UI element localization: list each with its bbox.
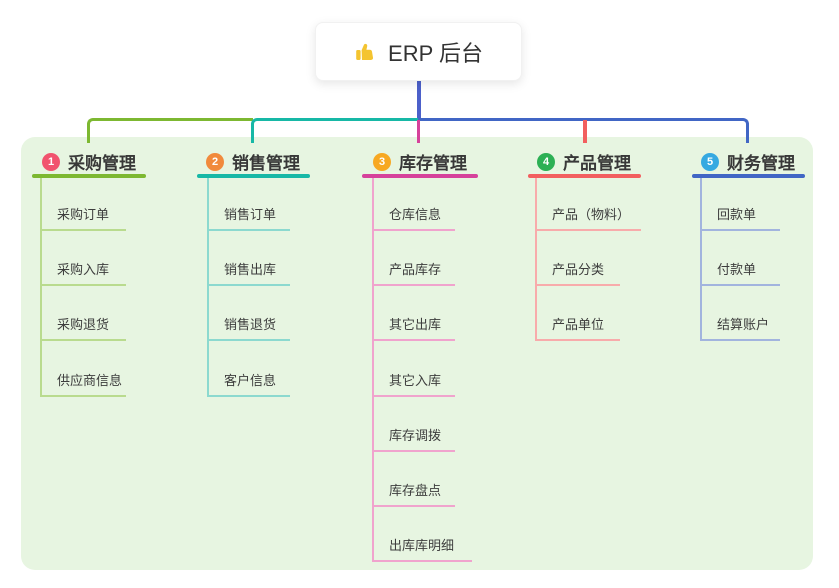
- child-node-销售出库[interactable]: 销售出库: [224, 262, 277, 278]
- branch-label-text: 销售管理: [232, 154, 300, 173]
- branch-number-badge: 5: [701, 152, 719, 171]
- child-underline: [40, 284, 126, 287]
- child-underline: [535, 284, 620, 287]
- child-underline: [372, 394, 455, 397]
- branch-number-badge: 2: [206, 152, 224, 171]
- thumbs-up-icon: [354, 40, 378, 64]
- child-underline: [372, 229, 455, 231]
- branch-node-销售管理[interactable]: 2 销售管理: [197, 148, 310, 175]
- child-node-供应商信息[interactable]: 供应商信息: [57, 372, 123, 388]
- child-underline: [207, 339, 290, 342]
- connector-branch-1: [87, 118, 253, 143]
- child-underline: [207, 284, 290, 287]
- branch-underline: [691, 174, 805, 178]
- root-label: ERP 后台: [388, 40, 483, 66]
- branch-node-库存管理[interactable]: 3 库存管理: [362, 148, 478, 175]
- branch-label-text: 采购管理: [68, 154, 136, 173]
- child-node-结算账户[interactable]: 结算账户: [717, 317, 770, 333]
- child-underline: [40, 394, 126, 397]
- child-underline: [372, 505, 455, 507]
- child-underline: [207, 394, 290, 397]
- branch-label-text: 产品管理: [563, 154, 631, 173]
- child-underline: [207, 229, 290, 231]
- branch-child-spine: [40, 178, 42, 397]
- child-node-销售订单[interactable]: 销售订单: [224, 207, 277, 222]
- branch-number-badge: 3: [373, 152, 391, 171]
- child-node-出库库明细[interactable]: 出库库明细: [389, 538, 455, 554]
- child-node-仓库信息[interactable]: 仓库信息: [389, 207, 442, 222]
- child-node-采购订单[interactable]: 采购订单: [57, 207, 110, 222]
- child-underline: [700, 229, 780, 231]
- connector-branch-5: [418, 118, 749, 143]
- child-node-客户信息[interactable]: 客户信息: [224, 372, 277, 388]
- child-node-产品单位[interactable]: 产品单位: [552, 317, 605, 333]
- child-node-销售退货[interactable]: 销售退货: [224, 317, 277, 333]
- child-underline: [535, 339, 620, 342]
- root-connector-drop: [417, 81, 421, 120]
- child-node-库存盘点[interactable]: 库存盘点: [389, 483, 442, 498]
- branch-underline: [32, 174, 146, 178]
- branch-underline: [362, 174, 478, 178]
- branch-node-财务管理[interactable]: 5 财务管理: [692, 148, 805, 175]
- child-node-采购入库[interactable]: 采购入库: [57, 262, 110, 278]
- branch-underline: [527, 174, 641, 178]
- child-underline: [700, 284, 780, 287]
- branch-child-spine: [207, 178, 209, 397]
- child-node-产品库存[interactable]: 产品库存: [389, 262, 442, 278]
- branch-label-text: 库存管理: [399, 154, 467, 173]
- mindmap-background-panel: [21, 137, 813, 570]
- child-underline: [372, 339, 455, 342]
- branch-child-spine: [700, 178, 702, 342]
- child-node-付款单[interactable]: 付款单: [717, 262, 757, 278]
- child-node-其它出库[interactable]: 其它出库: [389, 317, 442, 333]
- connector-branch-4: [583, 120, 587, 143]
- child-node-其它入库[interactable]: 其它入库: [389, 372, 442, 388]
- branch-node-采购管理[interactable]: 1 采购管理: [32, 148, 146, 175]
- branch-child-spine: [535, 178, 537, 342]
- branch-node-产品管理[interactable]: 4 产品管理: [528, 148, 641, 175]
- child-node-回款单[interactable]: 回款单: [717, 207, 757, 222]
- connector-branch-2: [251, 118, 418, 143]
- child-underline: [372, 560, 472, 563]
- branch-child-spine: [372, 178, 374, 563]
- child-underline: [535, 229, 641, 231]
- branch-underline: [196, 174, 310, 178]
- root-node[interactable]: ERP 后台: [315, 22, 522, 81]
- child-underline: [40, 339, 126, 342]
- branch-number-badge: 4: [537, 152, 555, 171]
- child-underline: [700, 339, 780, 342]
- connector-branch-3: [416, 120, 420, 143]
- branch-label-text: 财务管理: [727, 154, 795, 173]
- child-underline: [40, 229, 126, 231]
- branch-number-badge: 1: [42, 152, 60, 171]
- child-node-采购退货[interactable]: 采购退货: [57, 317, 110, 333]
- child-underline: [372, 449, 455, 452]
- child-node-产品分类[interactable]: 产品分类: [552, 262, 605, 278]
- child-node-产品（物料）[interactable]: 产品（物料）: [552, 207, 631, 222]
- child-node-库存调拨[interactable]: 库存调拨: [389, 427, 442, 443]
- child-underline: [372, 284, 455, 287]
